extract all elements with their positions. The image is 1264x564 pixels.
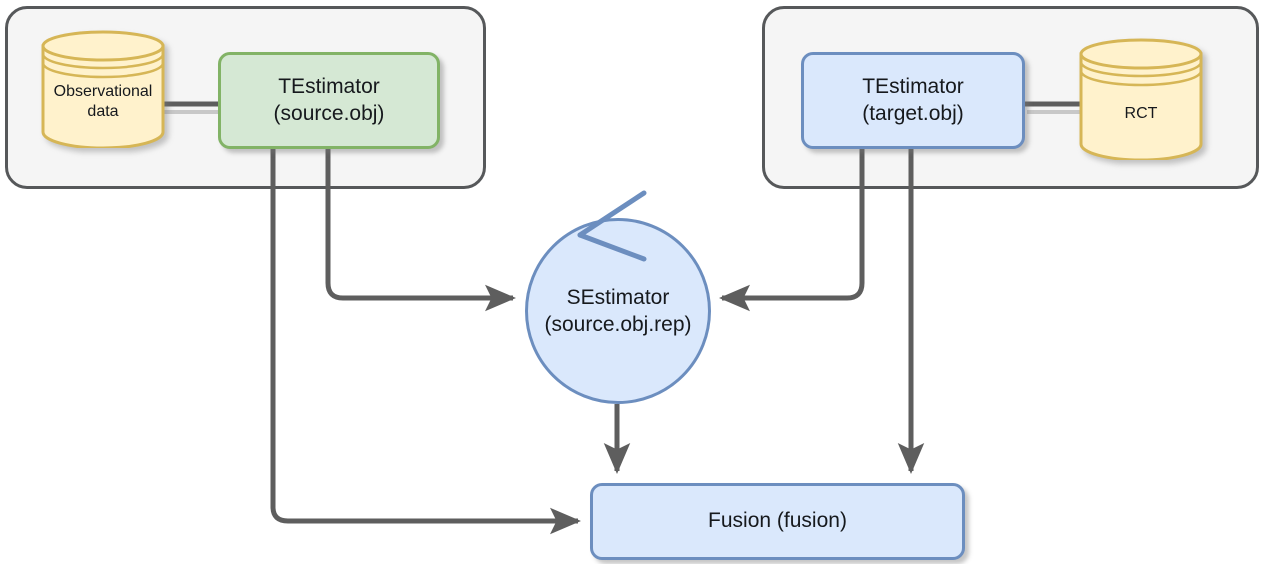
node-fusion[interactable]: Fusion (fusion) xyxy=(590,483,965,560)
node-source-testimator[interactable]: TEstimator (source.obj) xyxy=(218,52,440,149)
node-source-testimator-label: TEstimator (source.obj) xyxy=(273,74,385,125)
cylinder-icon xyxy=(41,30,165,150)
rct-cylinder: RCT xyxy=(1078,38,1204,162)
node-target-testimator[interactable]: TEstimator (target.obj) xyxy=(801,52,1025,149)
cylinder-icon xyxy=(1079,38,1203,162)
node-target-testimator-label: TEstimator (target.obj) xyxy=(862,74,964,125)
node-fusion-label: Fusion (fusion) xyxy=(708,509,847,533)
observational-data-cylinder: Observational data xyxy=(40,30,166,150)
node-sestimator[interactable]: SEstimator (source.obj.rep) xyxy=(525,218,711,404)
node-sestimator-label: SEstimator (source.obj.rep) xyxy=(544,285,692,336)
